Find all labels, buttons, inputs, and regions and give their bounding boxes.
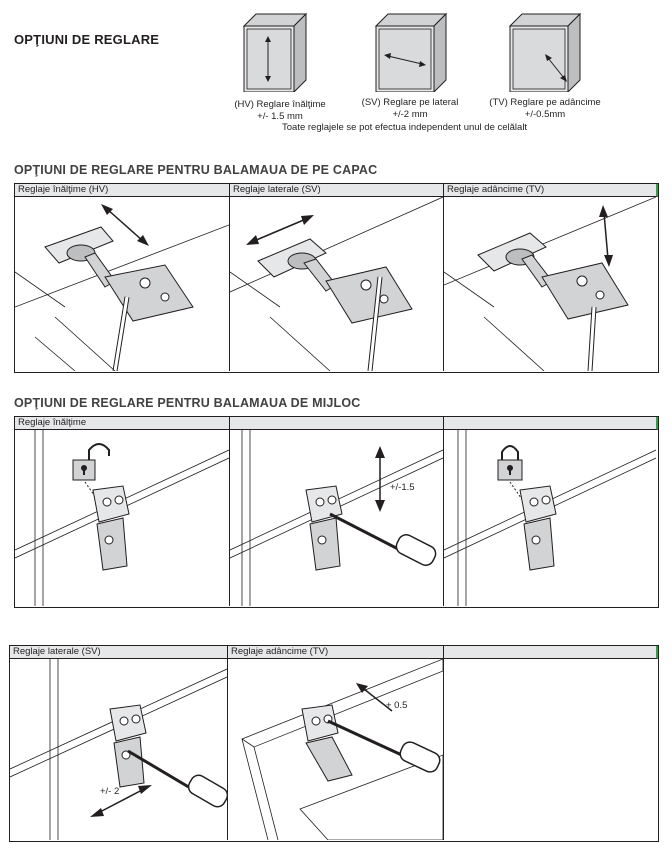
- cell-label-tv: Reglaje adâncime (TV): [447, 184, 545, 195]
- cell-label-depth: Reglaje adâncime (TV): [231, 646, 329, 657]
- cell-label-height: Reglaje înălţime: [18, 417, 87, 428]
- depth-dimension-label: + 0.5: [386, 700, 408, 711]
- option-tv-label: (TV) Reglare pe adâncime: [489, 97, 601, 108]
- section-2-row-2-header: [10, 646, 658, 659]
- divider: [443, 417, 444, 606]
- option-sv-value: +/-2 mm: [392, 109, 428, 120]
- divider: [443, 184, 444, 371]
- option-tv-value: +/-0.5mm: [524, 109, 566, 120]
- divider: [227, 646, 228, 840]
- section-2-row-2-grid: [9, 645, 659, 842]
- hinge-sv-illustration: [230, 197, 443, 371]
- empty-cell: [444, 659, 656, 840]
- middle-hinge-unlocked-illustration: [15, 430, 229, 606]
- middle-hinge-height-illustration: [230, 430, 443, 606]
- page-title: OPŢIUNI DE REGLARE: [14, 32, 160, 47]
- option-sv-caption: (SV) Reglare pe lateral +/-2 mm: [350, 97, 470, 121]
- divider: [443, 646, 444, 840]
- cabinet-tv-icon: [504, 8, 584, 92]
- hinge-tv-illustration: [444, 197, 656, 371]
- divider: [229, 184, 230, 371]
- section-1-grid: [14, 183, 659, 373]
- option-sv-label: (SV) Reglare pe lateral: [361, 97, 459, 108]
- lateral-dimension-label: +/- 2: [100, 786, 120, 797]
- section-1-title: OPŢIUNI DE REGLARE PENTRU BALAMAUA DE PE…: [14, 163, 378, 177]
- cell-label-hv: Reglaje înălţime (HV): [18, 184, 109, 195]
- section-2-title: OPŢIUNI DE REGLARE PENTRU BALAMAUA DE MI…: [14, 396, 361, 410]
- cabinet-sv-icon: [370, 8, 450, 92]
- section-2-row-1-grid: [14, 416, 659, 608]
- section-2-row-1-header: [15, 417, 658, 430]
- option-hv-caption: (HV) Reglare înălţime +/- 1.5 mm: [220, 99, 340, 123]
- option-tv-caption: (TV) Reglare pe adâncime +/-0.5mm: [482, 97, 608, 121]
- height-dimension-label: +/-1.5: [390, 482, 415, 493]
- hinge-hv-illustration: [15, 197, 229, 371]
- middle-hinge-lateral-illustration: [10, 659, 227, 840]
- section-1-header: [15, 184, 658, 197]
- option-hv-value: +/- 1.5 mm: [257, 111, 303, 122]
- cell-label-lateral: Reglaje laterale (SV): [13, 646, 101, 657]
- cell-label-sv: Reglaje laterale (SV): [233, 184, 321, 195]
- cabinet-hv-icon: [238, 8, 310, 92]
- middle-hinge-locked-illustration: [444, 430, 656, 606]
- divider: [229, 417, 230, 606]
- middle-hinge-depth-illustration: [228, 659, 443, 840]
- option-hv-label: (HV) Reglare înălţime: [234, 99, 326, 110]
- independent-note: Toate reglajele se pot efectua independe…: [282, 122, 528, 133]
